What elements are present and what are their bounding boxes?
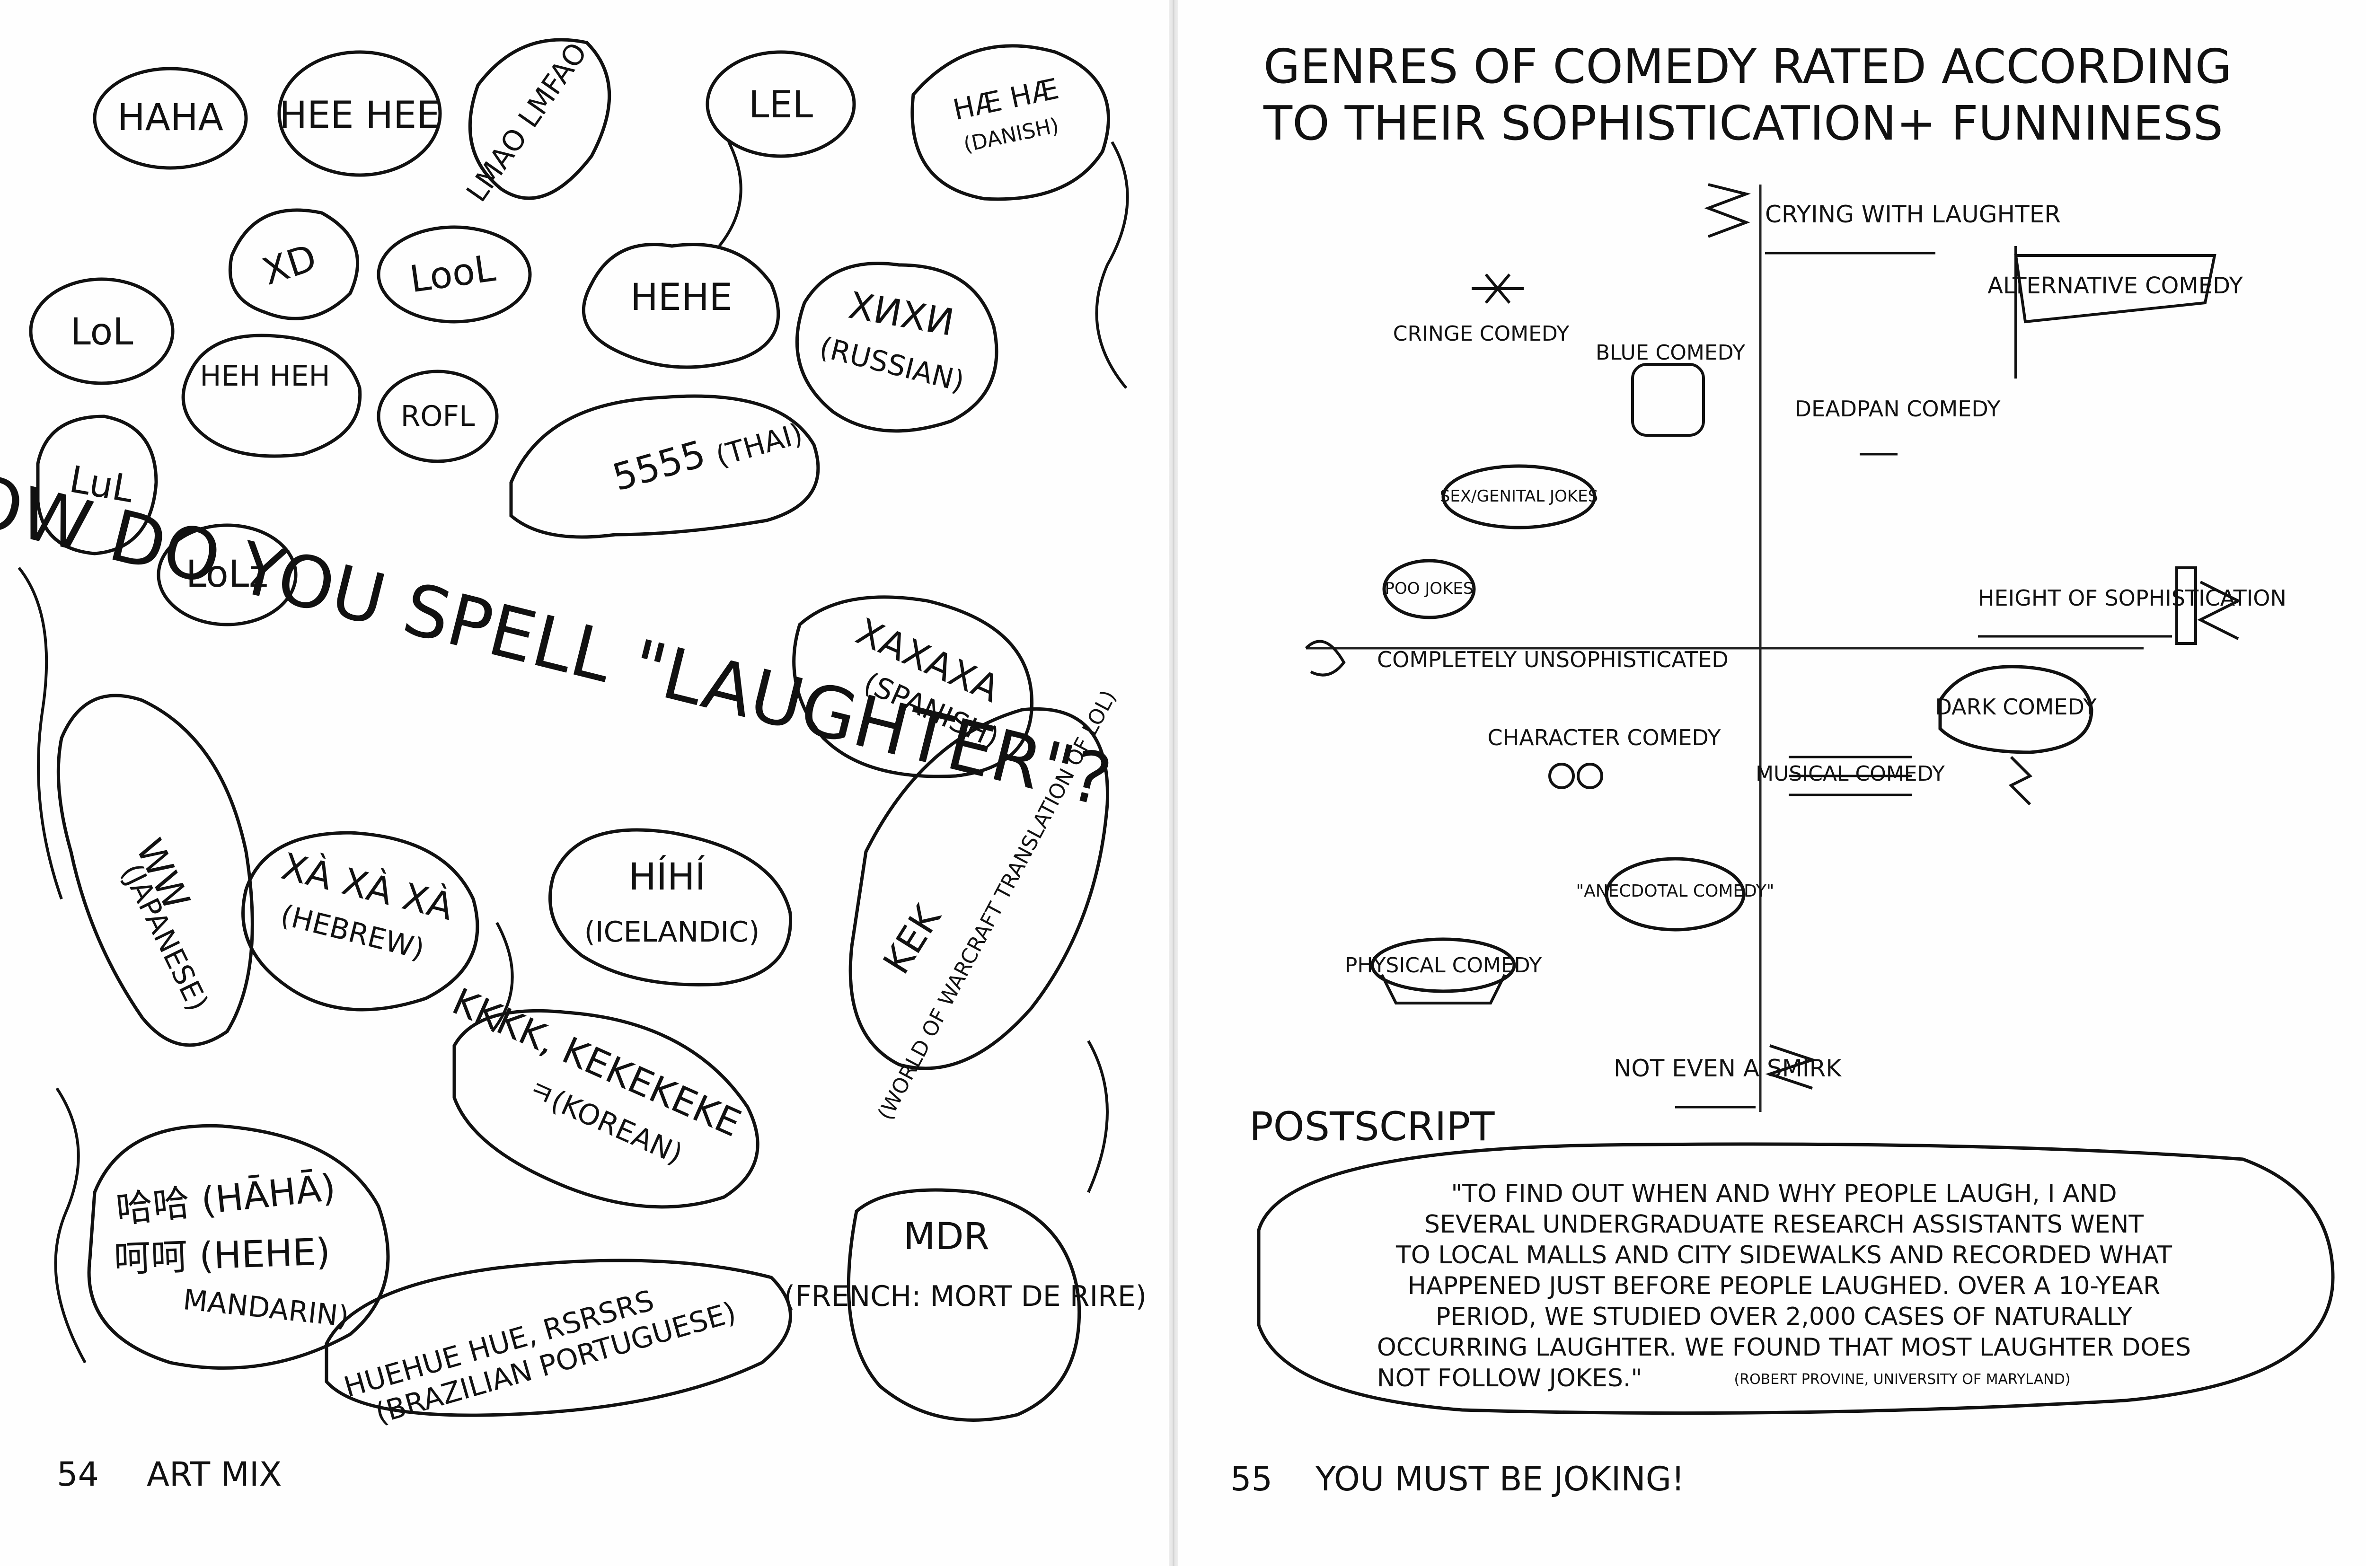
genre-cringe-text: CRINGE COMEDY (1393, 322, 1570, 346)
bubble-french-note: (FRENCH: MORT DE RIRE) (784, 1280, 1147, 1313)
bubble-portuguese: HUEHUE HUE, RSRSRS (BRAZILIAN PORTUGUESE… (325, 1259, 792, 1430)
bubble-lel-text: LEL (749, 84, 813, 126)
right-page-section: YOU MUST BE JOKING! (1315, 1460, 1685, 1498)
postscript-line-3: TO LOCAL MALLS AND CITY SIDEWALKS AND RE… (1395, 1241, 2172, 1269)
bubble-russian-text: ХИХИ (846, 284, 957, 344)
genre-sex-text: SEX/GENITAL JOKES (1440, 487, 1598, 506)
postscript-line-7: NOT FOLLOW JOKES." (1377, 1364, 1642, 1392)
genre-character-text: CHARACTER COMEDY (1488, 725, 1722, 750)
genre-deadpan: DEADPAN COMEDY (1795, 396, 2001, 456)
bubble-xd-text: XD (257, 237, 322, 294)
genre-blue-text: BLUE COMEDY (1596, 341, 1745, 365)
bubble-mandarin-text: 哈哈 (HĀHĀ) (114, 1166, 338, 1232)
axis-label-top: CRYING WITH LAUGHTER (1704, 183, 2061, 255)
bubble-thai-text: 5555 (608, 432, 710, 499)
genre-character: CHARACTER COMEDY (1488, 725, 1722, 789)
axis-top-text: CRYING WITH LAUGHTER (1765, 201, 2061, 228)
left-page: HAHA HEE HEE LMAO LMFAO LEL HÆ HÆ (DANIS… (0, 0, 1169, 1566)
bubble-lolz: LoLz (157, 523, 298, 626)
axis-bottom-text: NOT EVEN A SMIRK (1614, 1055, 1842, 1082)
bubble-hehe-text: HEHE (630, 276, 733, 319)
bubble-russian: ХИХИ (RUSSIAN) (795, 262, 998, 433)
bubble-rofl-text: ROFL (401, 400, 475, 433)
genre-musical-text: MUSICAL COMEDY (1756, 762, 1945, 786)
bubble-danish: HÆ HÆ (DANISH) (910, 44, 1110, 201)
bubble-xd: XD (228, 208, 360, 320)
genre-blue: BLUE COMEDY (1596, 341, 1745, 437)
genre-sex: SEX/GENITAL JOKES (1440, 464, 1598, 529)
axis-label-right: HEIGHT OF SOPHISTICATION (1978, 566, 2287, 645)
bubble-haha: HAHA (93, 67, 248, 170)
right-page-title-line1: GENRES OF COMEDY RATED ACCORDING (1263, 39, 2232, 94)
left-page-section: ART MIX (147, 1455, 282, 1494)
bubble-japanese: WW (JAPANESE) (56, 694, 254, 1047)
bubble-icelandic: HÍHÍ (ICELANDIC) (548, 828, 793, 987)
bubble-hee-hee-text: HEE HEE (279, 94, 440, 137)
bubble-heh-heh: HEH HEH (181, 334, 362, 458)
genre-dark-text: DARK COMEDY (1935, 694, 2097, 720)
postscript-line-5: PERIOD, WE STUDIED OVER 2,000 CASES OF N… (1436, 1303, 2132, 1331)
bubble-lolz-text: LoLz (186, 553, 268, 596)
bubble-icelandic-note: (ICELANDIC) (584, 916, 760, 949)
genre-alternative-text: ALTERNATIVE COMEDY (1987, 273, 2243, 299)
bubble-lol-text: LoL (70, 311, 133, 353)
bubble-mandarin: 哈哈 (HĀHĀ) 呵呵 (HEHE) MANDARIN) (87, 1124, 390, 1370)
genre-musical: MUSICAL COMEDY (1756, 756, 1945, 796)
genre-poo-text: POO JOKES (1385, 579, 1474, 598)
postscript-source: (ROBERT PROVINE, UNIVERSITY OF MARYLAND) (1734, 1371, 2071, 1388)
postscript-line-2: SEVERAL UNDERGRADUATE RESEARCH ASSISTANT… (1424, 1210, 2144, 1239)
right-page-number: 55 (1230, 1460, 1272, 1498)
genre-cringe: CRINGE COMEDY (1393, 273, 1570, 346)
bubble-mandarin-extra: MANDARIN) (182, 1283, 351, 1333)
bubble-mandarin-note: 呵呵 (HEHE) (113, 1231, 331, 1281)
graph-axes (1306, 185, 2144, 1112)
postscript-line-1: "TO FIND OUT WHEN AND WHY PEOPLE LAUGH, … (1451, 1180, 2117, 1208)
axis-left-text: COMPLETELY UNSOPHISTICATED (1377, 647, 1729, 672)
axis-right-text: HEIGHT OF SOPHISTICATION (1978, 585, 2287, 611)
right-page: GENRES OF COMEDY RATED ACCORDING TO THEI… (1178, 0, 2366, 1566)
bubble-french: MDR (FRENCH: MORT DE RIRE) (784, 1188, 1147, 1422)
bubble-kek-text: KEK (875, 898, 950, 982)
genre-anecdotal: "ANECDOTAL COMEDY" (1576, 857, 1774, 932)
postscript-line-6: OCCURRING LAUGHTER. WE FOUND THAT MOST L… (1377, 1333, 2191, 1362)
bubble-rofl: ROFL (377, 370, 499, 463)
postscript-bubble: "TO FIND OUT WHEN AND WHY PEOPLE LAUGH, … (1257, 1142, 2335, 1415)
bubble-lool-text: LooL (407, 247, 498, 301)
bubble-lmao: LMAO LMFAO (460, 37, 611, 208)
bubble-hee-hee: HEE HEE (277, 50, 442, 177)
genre-alternative: ALTERNATIVE COMEDY (1987, 246, 2243, 379)
bubble-lmao-text: LMAO LMFAO (460, 37, 594, 208)
bubble-thai-note: (THAI) (712, 417, 806, 473)
right-page-canvas: GENRES OF COMEDY RATED ACCORDING TO THEI… (1230, 39, 2335, 1498)
axis-label-bottom: NOT EVEN A SMIRK (1614, 1044, 1842, 1109)
genre-dark: DARK COMEDY (1935, 665, 2097, 806)
bubble-heh-heh-text: HEH HEH (200, 360, 330, 393)
bubble-korean: KKKK, KEKEKEKE ㅋ(KOREAN) (446, 980, 759, 1209)
genre-deadpan-text: DEADPAN COMEDY (1795, 396, 2001, 422)
left-page-number: 54 (57, 1455, 99, 1494)
right-page-title-line2: TO THEIR SOPHISTICATION+ FUNNINESS (1263, 96, 2223, 151)
genre-anecdotal-text: "ANECDOTAL COMEDY" (1576, 881, 1774, 901)
postscript-line-4: HAPPENED JUST BEFORE PEOPLE LAUGHED. OVE… (1408, 1272, 2160, 1300)
bubble-thai: 5555 (THAI) (509, 394, 820, 539)
bubble-lel: LEL (706, 50, 856, 158)
bubble-hebrew: XÀ XÀ XÀ (HEBREW) (241, 831, 479, 1012)
bubble-french-text: MDR (903, 1216, 989, 1258)
genre-poo: POO JOKES (1382, 559, 1476, 619)
doodle-lines (18, 141, 1129, 1364)
left-page-title: HOW DO YOU SPELL "LAUGHTER"? (0, 446, 1119, 823)
axis-label-left: COMPLETELY UNSOPHISTICATED (1305, 640, 1729, 677)
left-page-canvas: HAHA HEE HEE LMAO LMFAO LEL HÆ HÆ (DANIS… (0, 37, 1147, 1494)
genre-physical: PHYSICAL COMEDY (1345, 937, 1542, 1004)
bubble-hehe: HEHE (582, 243, 780, 369)
genre-physical-text: PHYSICAL COMEDY (1345, 953, 1542, 978)
bubble-haha-text: HAHA (117, 97, 223, 139)
bubble-lool: LooL (377, 225, 532, 324)
postscript-heading: POSTSCRIPT (1249, 1103, 1495, 1150)
left-page-headline: HOW DO YOU SPELL "LAUGHTER"? (0, 446, 1119, 823)
bubble-lol: LoL (29, 277, 175, 385)
bubble-icelandic-text: HÍHÍ (628, 855, 706, 899)
